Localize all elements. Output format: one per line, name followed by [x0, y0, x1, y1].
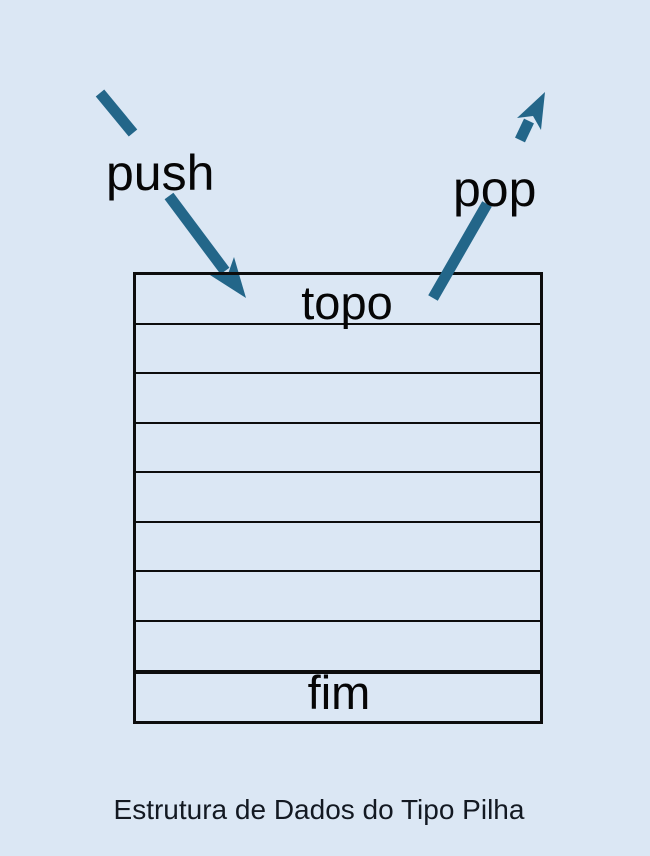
stack-row	[136, 421, 540, 472]
stack-row	[136, 471, 540, 521]
pop-arrow-shaft	[515, 118, 534, 143]
pop-operation-label: pop	[453, 161, 537, 217]
stack-row	[136, 520, 540, 571]
stack-bottom-label: fim	[307, 666, 371, 719]
stack-row	[136, 322, 540, 373]
push-operation-label: push	[106, 145, 215, 201]
stack-row	[136, 619, 540, 670]
stack-row	[136, 372, 540, 422]
stack-row	[136, 570, 540, 620]
push-arrow-shaft	[164, 192, 230, 275]
stack-row	[136, 669, 540, 722]
diagram-caption: Estrutura de Dados do Tipo Pilha	[113, 794, 525, 825]
pop-arrowhead-icon	[517, 92, 545, 130]
push-arrow-upper-segment	[95, 89, 138, 137]
stack-box	[133, 272, 543, 724]
stack-top-label: topo	[301, 276, 393, 329]
